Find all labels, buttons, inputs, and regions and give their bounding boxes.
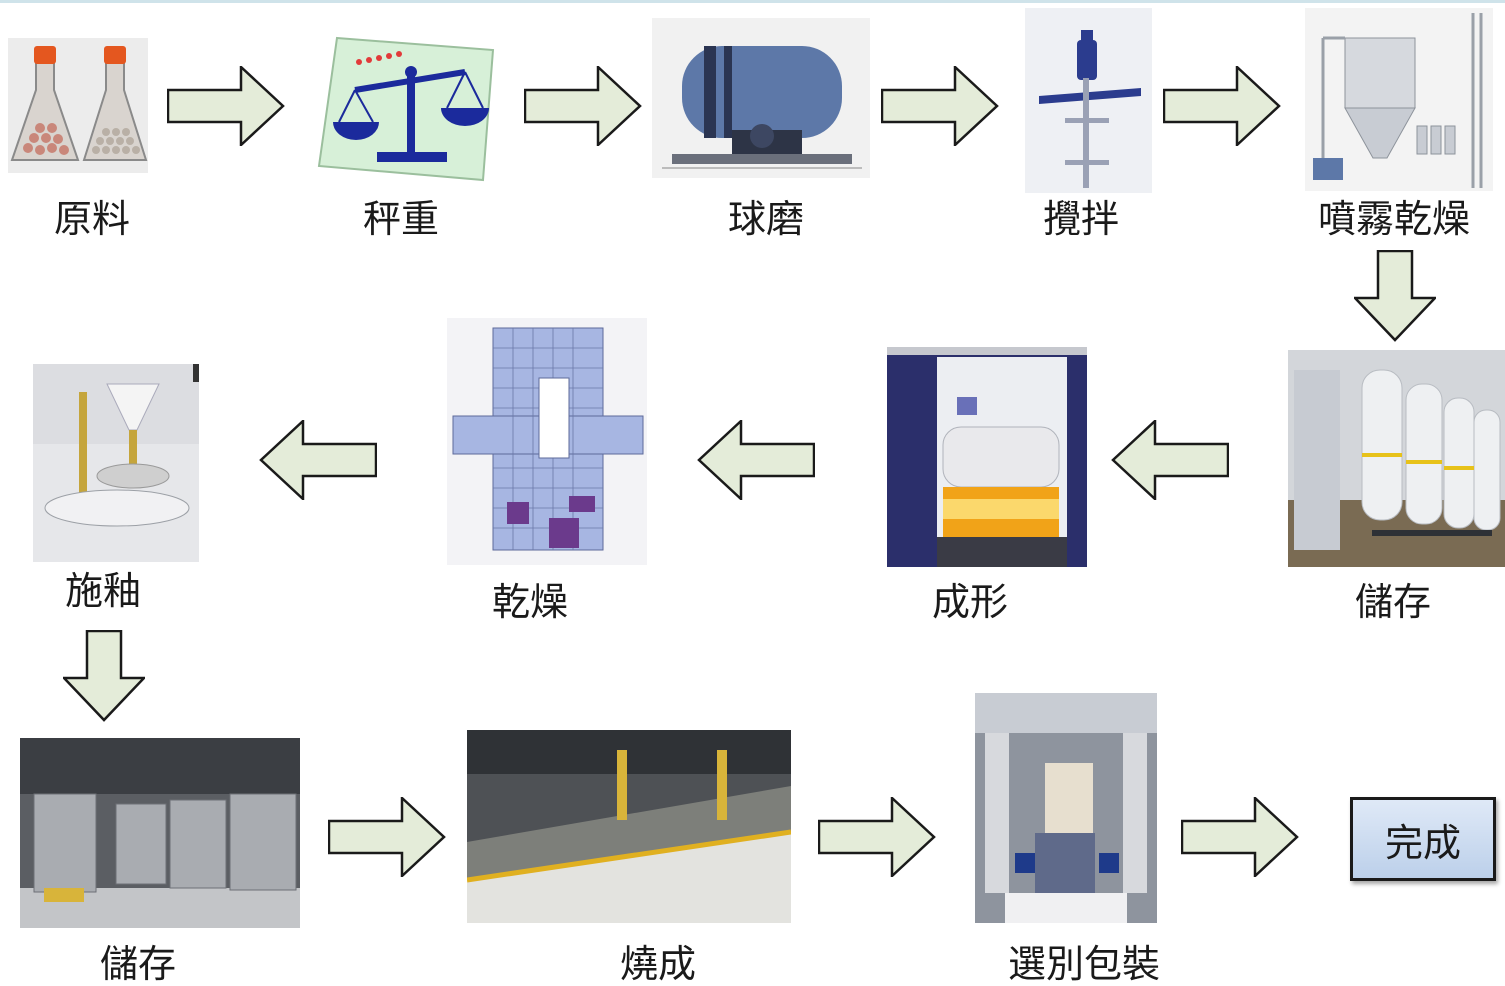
right-arrow-icon — [818, 797, 936, 877]
step-label: 球磨 — [727, 197, 804, 241]
mixer-image — [1025, 8, 1152, 193]
right-arrow-icon — [881, 66, 999, 146]
left-arrow-icon — [1111, 420, 1229, 500]
spray-dryer-image — [1305, 8, 1493, 191]
right-arrow-icon — [1181, 797, 1299, 877]
right-arrow-icon — [1163, 66, 1281, 146]
step-label: 儲存 — [99, 942, 176, 986]
sorting-packaging-image — [975, 693, 1157, 923]
top-border — [0, 0, 1505, 3]
right-arrow-icon — [524, 66, 642, 146]
down-arrow-icon — [63, 630, 145, 722]
step-label: 選別包裝 — [1007, 942, 1160, 986]
weighing-image — [315, 34, 495, 184]
final-step-box: 完成 — [1350, 797, 1496, 881]
right-arrow-icon — [167, 66, 285, 146]
step-label: 秤重 — [362, 197, 439, 241]
glazing-machine-image — [33, 364, 199, 562]
step-label: 施釉 — [64, 569, 141, 613]
storage-silos-image — [1288, 350, 1505, 567]
step-label: 噴霧乾燥 — [1317, 197, 1470, 241]
ball-mill-image — [652, 18, 870, 178]
storage-racks-image — [20, 738, 300, 928]
step-label: 儲存 — [1354, 580, 1431, 624]
right-arrow-icon — [328, 797, 446, 877]
step-label: 成形 — [931, 580, 1008, 624]
step-label: 乾燥 — [491, 580, 568, 624]
left-arrow-icon — [259, 420, 377, 500]
step-label: 燒成 — [619, 942, 696, 986]
dryer-blueprint-image — [447, 318, 647, 565]
left-arrow-icon — [697, 420, 815, 500]
step-label: 攪拌 — [1042, 197, 1119, 241]
step-label: 原料 — [53, 197, 130, 241]
down-arrow-icon — [1354, 250, 1436, 342]
raw-materials-image — [8, 38, 148, 173]
kiln-image — [467, 730, 791, 923]
forming-press-image — [887, 347, 1087, 567]
final-step-label: 完成 — [1384, 820, 1461, 865]
